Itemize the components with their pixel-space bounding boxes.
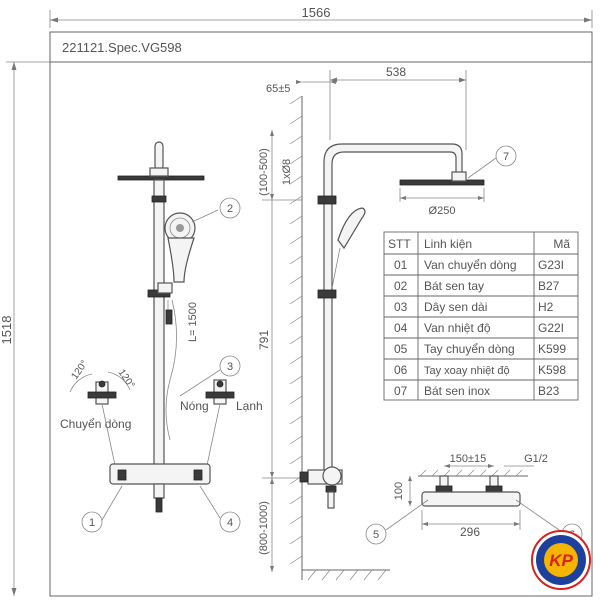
callout-3: 3 <box>179 355 241 397</box>
svg-text:K599: K599 <box>538 342 566 356</box>
angle-right-label: 120° <box>116 367 137 390</box>
side-hand-shower <box>331 207 366 289</box>
callout-5: 5 <box>365 499 429 545</box>
svg-text:Tay xoay nhiệt độ: Tay xoay nhiệt độ <box>424 365 510 377</box>
svg-text:Dây sen dài: Dây sen dài <box>424 300 487 314</box>
center-distance-label: 150±15 <box>450 453 487 465</box>
table-header-stt: STT <box>388 237 411 251</box>
hose-length-label: L= 1500 <box>187 302 199 342</box>
front-mixer-body <box>109 463 211 513</box>
hot-label: Nóng <box>180 399 209 413</box>
table-row: 05 Tay chuyển dòng K599 <box>394 342 566 356</box>
svg-text:3: 3 <box>227 361 233 373</box>
overall-height-label: 1518 <box>0 316 14 345</box>
total-height-label: 791 <box>257 330 271 350</box>
valve-detail: 150±15 G1/2 100 296 5 6 <box>365 453 583 545</box>
svg-text:G23I: G23I <box>538 258 564 272</box>
callout-2: 2 <box>191 197 241 223</box>
height-range-top-label: (100-500) <box>258 148 270 196</box>
svg-text:7: 7 <box>503 151 509 163</box>
overall-width-label: 1566 <box>302 5 331 20</box>
wall-offset-label: 65±5 <box>266 83 290 95</box>
table-row: 04 Van nhiệt độ G22I <box>394 321 564 335</box>
svg-text:04: 04 <box>394 321 408 335</box>
side-view: 65±5 538 (100-500) 1xØ8 791 (800-1000) Ø <box>257 65 517 581</box>
overall-height-dimension: 1518 <box>0 61 50 596</box>
svg-text:03: 03 <box>394 300 408 314</box>
front-riser-pipe <box>153 179 165 471</box>
table-row: 02 Bát sen tay B27 <box>394 279 560 293</box>
svg-text:06: 06 <box>394 363 408 377</box>
side-mixer <box>299 466 343 509</box>
svg-text:Van nhiệt độ: Van nhiệt độ <box>424 321 491 335</box>
body-length-label: 296 <box>460 525 480 539</box>
thread-label: G1/2 <box>524 453 548 465</box>
table-row: 03 Dây sen dài H2 <box>394 300 554 314</box>
table-header-part: Linh kiện <box>424 237 472 251</box>
svg-text:K598: K598 <box>538 363 566 377</box>
svg-text:01: 01 <box>394 258 408 272</box>
svg-text:07: 07 <box>394 384 408 398</box>
svg-text:02: 02 <box>394 279 408 293</box>
side-shower-head <box>399 171 485 186</box>
arm-length-label: 538 <box>386 65 406 79</box>
svg-text:4: 4 <box>227 517 233 529</box>
svg-text:2: 2 <box>227 203 233 215</box>
front-shower-head <box>117 141 205 181</box>
height-range-bottom-label: (800-1000) <box>258 501 270 555</box>
diverter-label: Chuyển dòng <box>60 417 131 431</box>
diverter-handle <box>69 371 131 405</box>
svg-text:B23: B23 <box>538 384 560 398</box>
svg-text:Van chuyển dòng: Van chuyển dòng <box>424 258 517 272</box>
svg-text:B27: B27 <box>538 279 560 293</box>
svg-text:H2: H2 <box>538 300 554 314</box>
drawing-code: 221121.Spec.VG598 <box>62 40 182 55</box>
angle-left-label: 120° <box>69 358 90 381</box>
head-dia-label: Ø250 <box>429 205 456 217</box>
svg-text:G22I: G22I <box>538 321 564 335</box>
svg-text:1: 1 <box>89 517 95 529</box>
cold-label: Lạnh <box>236 399 263 413</box>
kp-logo: KP <box>531 530 591 590</box>
pipe-dia-label: 1xØ8 <box>281 159 293 185</box>
overall-width-dimension: 1566 <box>49 5 593 28</box>
callout-4: 4 <box>199 485 241 533</box>
svg-text:5: 5 <box>373 529 379 541</box>
svg-text:05: 05 <box>394 342 408 356</box>
table-row: 01 Van chuyển dòng G23I <box>394 258 564 272</box>
svg-text:Bát sen inox: Bát sen inox <box>424 384 490 398</box>
drawing-frame <box>49 31 593 597</box>
parts-table: STT Linh kiện Mã 01 Van chuyển dòng G23I… <box>383 231 579 401</box>
table-row: 06 Tay xoay nhiệt độ K598 <box>394 363 566 377</box>
table-header-code: Mã <box>553 237 570 251</box>
callout-1: 1 <box>81 485 123 533</box>
svg-text:KP: KP <box>549 551 573 570</box>
svg-text:Tay chuyển dòng: Tay chuyển dòng <box>424 342 515 356</box>
wall-hatch <box>289 95 390 581</box>
callout-7: 7 <box>467 145 517 179</box>
table-row: 07 Bát sen inox B23 <box>394 384 560 398</box>
valve-height-label: 100 <box>393 482 405 500</box>
front-view: L= 1500 120° 120° Chuyển dòng Nóng Lạnh <box>60 141 263 533</box>
thermostat-handle <box>205 379 235 405</box>
svg-text:Bát sen tay: Bát sen tay <box>424 279 484 293</box>
front-hand-shower <box>164 212 196 283</box>
